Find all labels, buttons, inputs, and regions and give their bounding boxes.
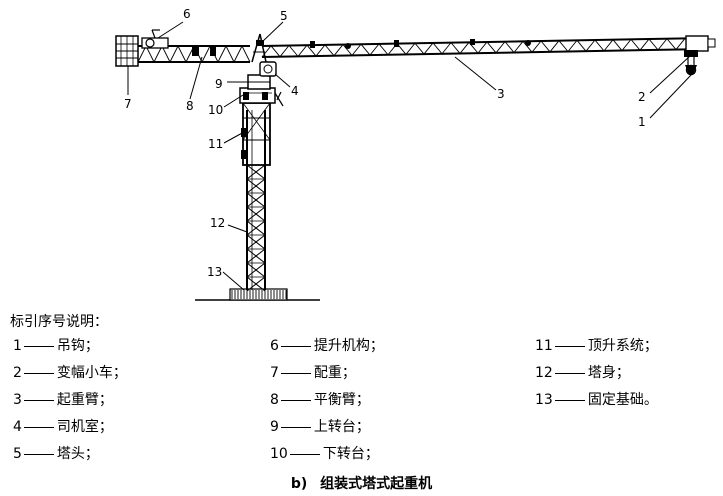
legend-item-text: 吊钩； [56,338,99,354]
hoist-mechanism [141,29,169,49]
legend-dash [280,426,311,428]
legend-item: 5 塔头； [13,445,127,472]
legend-item-text: 配重； [313,365,356,381]
foundation [229,288,288,301]
legend-dash [280,345,311,347]
legend-dash [23,399,54,401]
legend-item-text: 上转台； [313,419,370,435]
legend-item-number: 7 [270,365,279,381]
tower-crane-drawing: 1 2 3 4 5 6 7 8 9 10 11 12 13 [115,7,716,301]
callout-11: 11 [208,137,223,151]
operator-cab [259,61,277,77]
legend-item: 12 塔身； [535,364,658,391]
legend-dash [280,399,311,401]
legend-dash [23,453,54,455]
leader-lines [127,21,693,291]
legend-dash [289,453,320,455]
legend-item: 1 吊钩； [13,337,127,364]
counterweight [115,35,139,67]
legend-dash [23,345,54,347]
legend-column-3: 11 顶升系统； 12 塔身； 13 固定基础。 [535,337,658,418]
callout-13: 13 [207,265,222,279]
legend-item: 4 司机室； [13,418,127,445]
callout-4: 4 [291,84,299,98]
tower-mast [246,110,266,292]
legend-item: 9 上转台； [270,418,384,445]
figure-caption: b) 组装式塔式起重机 [0,473,723,493]
callout-10: 10 [208,103,223,117]
callout-7: 7 [124,97,132,111]
callout-2: 2 [638,90,646,104]
legend-item-number: 12 [535,365,553,381]
callout-5: 5 [280,9,288,23]
callout-labels: 1 2 3 4 5 6 7 8 9 10 11 12 13 [124,7,646,279]
callout-1: 1 [638,115,646,129]
legend-item-number: 11 [535,338,553,354]
legend-item-text: 塔身； [587,365,630,381]
legend-item-text: 司机室； [56,419,113,435]
trolley [684,50,698,57]
upper-slewing-table [247,74,271,90]
legend-item-text: 变幅小车； [56,365,127,381]
legend-column-2: 6 提升机构； 7 配重； 8 平衡臂； 9 上转台； 10 下转台； [270,337,384,472]
legend-item-text: 固定基础。 [587,392,658,408]
callout-12: 12 [210,216,225,230]
legend-dash [280,372,311,374]
legend-item-number: 8 [270,392,279,408]
jib [261,35,716,58]
legend-item-text: 平衡臂； [313,392,370,408]
legend-item-number: 2 [13,365,22,381]
legend-item-text: 塔头； [56,446,99,462]
legend-item-text: 顶升系统； [587,338,658,354]
legend-item: 3 起重臂； [13,391,127,418]
legend-item-text: 下转台； [322,446,379,462]
legend-dash [554,399,585,401]
callout-6: 6 [183,7,191,21]
legend-item-text: 提升机构； [313,338,384,354]
callout-3: 3 [497,87,505,101]
legend-item-number: 3 [13,392,22,408]
legend-dash [554,345,585,347]
legend-item: 7 配重； [270,364,384,391]
legend-item-number: 1 [13,338,22,354]
counter-jib [120,45,251,63]
legend-dash [23,372,54,374]
caption-label: b) [290,476,308,492]
legend-item-number: 5 [13,446,22,462]
legend-item: 6 提升机构； [270,337,384,364]
callout-8: 8 [186,99,194,113]
legend-item: 8 平衡臂； [270,391,384,418]
legend-dash [23,426,54,428]
callout-9: 9 [215,77,223,91]
legend-item-number: 10 [270,446,288,462]
hook [685,57,697,76]
legend-item-number: 13 [535,392,553,408]
legend-dash [554,372,585,374]
legend-item: 2 变幅小车； [13,364,127,391]
legend-column-1: 1 吊钩； 2 变幅小车； 3 起重臂； 4 司机室； 5 塔头； [13,337,127,472]
legend-item-text: 起重臂； [56,392,113,408]
legend-item: 11 顶升系统； [535,337,658,364]
legend-item-number: 9 [270,419,279,435]
legend-item: 10 下转台； [270,445,384,472]
legend-item: 13 固定基础。 [535,391,658,418]
lower-slewing-table [239,87,284,107]
legend-item-number: 4 [13,419,22,435]
legend-heading: 标引序号说明： [10,314,108,330]
caption-title: 组装式塔式起重机 [320,476,433,492]
legend-item-number: 6 [270,338,279,354]
